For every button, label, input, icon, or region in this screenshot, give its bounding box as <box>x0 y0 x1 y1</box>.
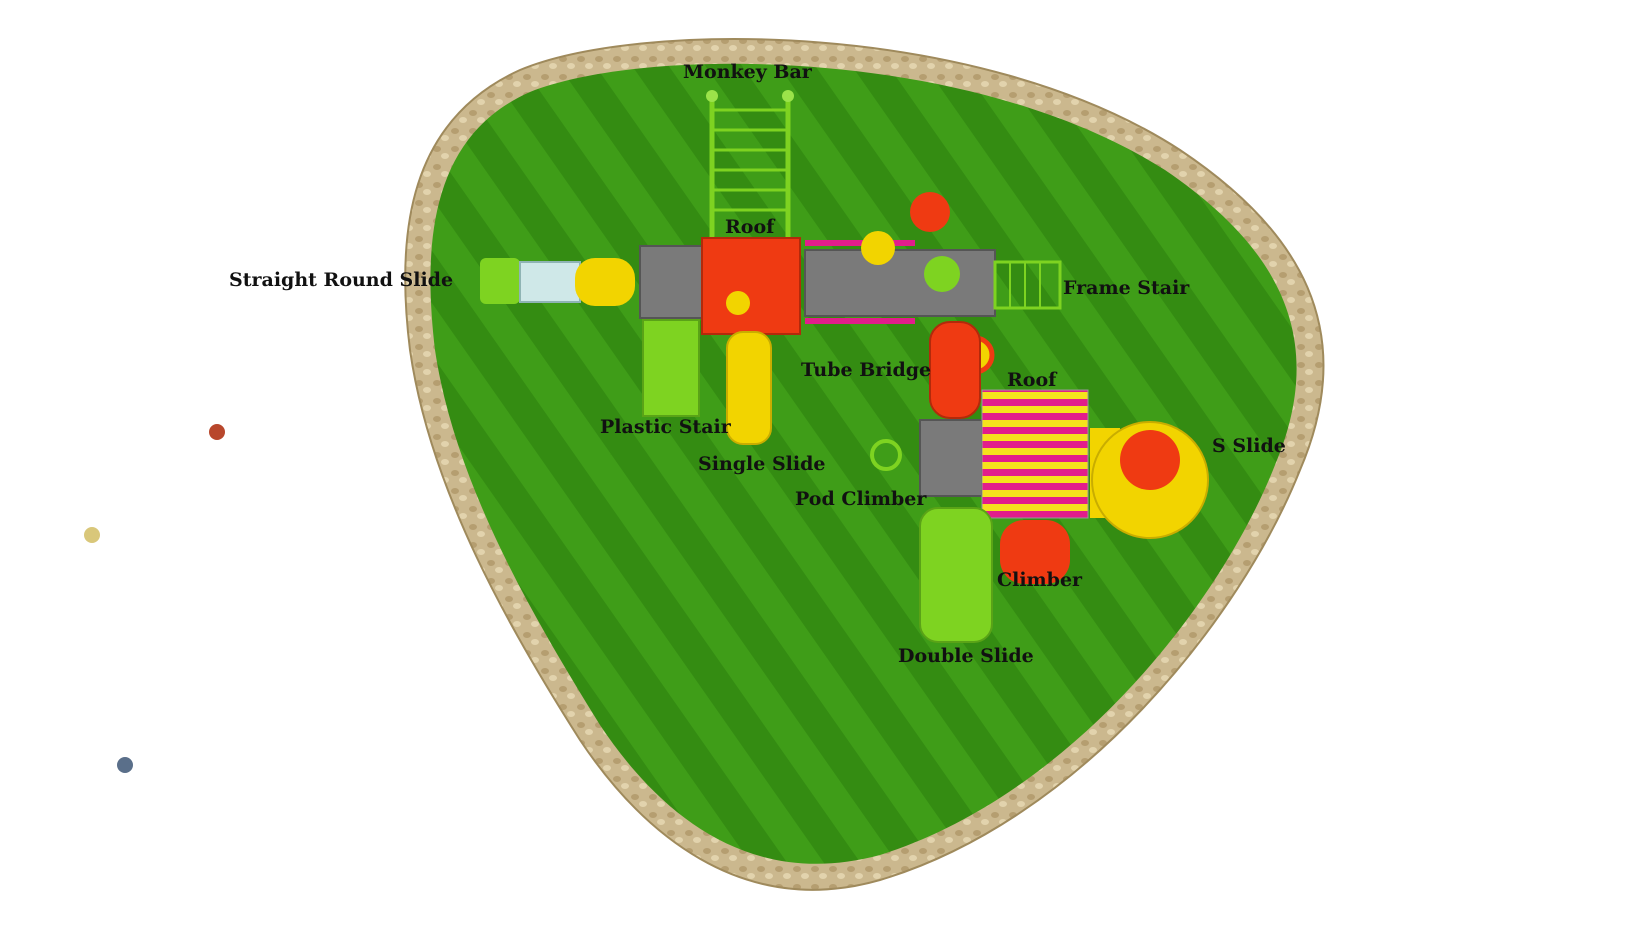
tube-bridge <box>929 321 981 419</box>
plastic-stair <box>642 319 700 417</box>
bridge-rail-bottom <box>805 318 915 324</box>
pod-climber <box>870 439 902 471</box>
roof-left-block <box>701 237 801 335</box>
tree-decoration-red <box>910 192 950 232</box>
person-figure <box>84 527 100 543</box>
label-single-slide: Single Slide <box>698 453 826 475</box>
person-figure <box>117 757 133 773</box>
straight-round-slide <box>480 258 635 306</box>
tree-decoration-green <box>924 256 960 292</box>
label-tube-bridge: Tube Bridge <box>801 359 931 381</box>
label-pod-climber: Pod Climber <box>795 488 927 510</box>
bridge-rail <box>805 240 915 246</box>
roof-left-emblem <box>726 291 750 315</box>
label-roof-right: Roof <box>1007 369 1058 391</box>
deck-left <box>639 245 703 319</box>
label-monkey-bar: Monkey Bar <box>683 61 813 83</box>
label-double-slide: Double Slide <box>898 645 1034 667</box>
frame-stair <box>993 260 1062 310</box>
person-figure <box>209 424 225 440</box>
monkey-bar <box>706 90 794 240</box>
label-plastic-stair: Plastic Stair <box>600 416 732 438</box>
label-roof-left: Roof <box>725 216 776 238</box>
label-straight-round-slide: Straight Round Slide <box>229 269 453 291</box>
label-climber: Climber <box>997 569 1083 591</box>
label-frame-stair: Frame Stair <box>1063 277 1190 299</box>
roof-right-block <box>981 389 1089 519</box>
double-slide <box>919 507 993 643</box>
label-s-slide: S Slide <box>1212 435 1286 457</box>
tree-decoration-yellow <box>861 231 895 265</box>
deck-middle <box>804 249 996 317</box>
s-slide <box>1090 421 1209 539</box>
climber <box>1000 520 1070 584</box>
single-slide <box>726 331 772 445</box>
deck-right <box>919 419 983 497</box>
